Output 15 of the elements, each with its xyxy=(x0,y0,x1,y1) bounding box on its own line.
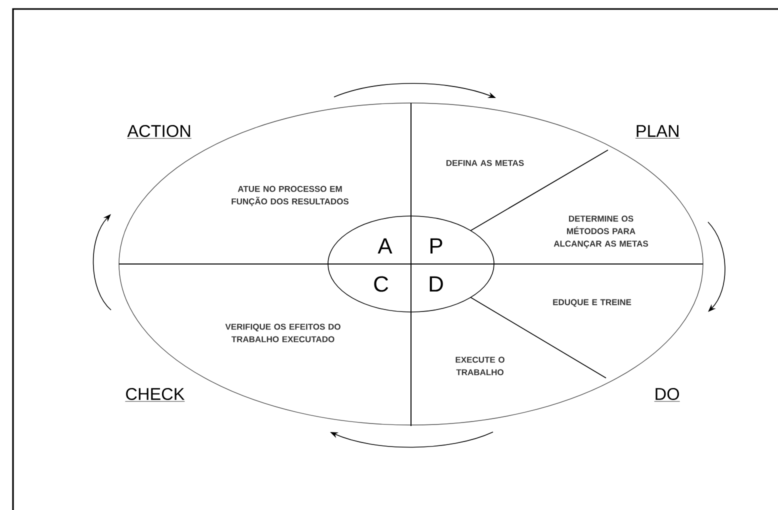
quadrant-letter: C xyxy=(374,276,388,292)
sector-text: VERIFIQUE OS EFEITOS DO TRABALHO EXECUTADO xyxy=(225,324,340,342)
phase-label: ACTION xyxy=(127,124,192,139)
center-ellipse xyxy=(328,216,494,312)
sector-text: DETERMINE OS MÉTODOS PARA ALCANÇAR AS METAS xyxy=(554,216,648,248)
phase-label: DO xyxy=(654,388,680,402)
sector-text: ATUE NO PROCESSO EM FUNÇÃO DOS RESULTADOS xyxy=(232,186,349,206)
phase-label: CHECK xyxy=(125,388,185,402)
quadrant-letter: D xyxy=(430,276,443,292)
sector-text: DEFINA AS METAS xyxy=(446,160,524,166)
quadrant-letter: A xyxy=(378,238,392,254)
quadrant-letter: P xyxy=(430,238,442,254)
sector-text: EXECUTE O TRABALHO xyxy=(456,356,504,376)
phase-label: PLAN xyxy=(635,125,680,138)
sector-text: EDUQUE E TREINE xyxy=(553,299,632,307)
